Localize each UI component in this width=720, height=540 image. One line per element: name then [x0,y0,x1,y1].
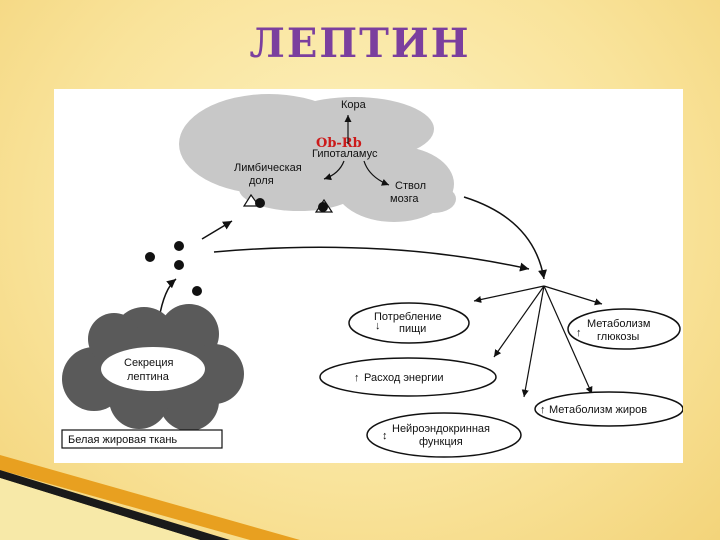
arrow-blood-to-brain [201,220,233,240]
leptin-diagram: Кора Ob-Rb Гипоталамус Лимбическая доля … [61,94,683,458]
neuro-arrow-icon: ↕ [382,430,388,442]
leptin-dot [192,286,202,296]
lipid-label: Метаболизм жиров [549,404,647,416]
effect-food: Потребление пищи ↓ [348,302,470,344]
limbic-label-2: доля [249,175,274,187]
stripe-orange [0,455,300,540]
secretion-label-1: Секреция [124,357,174,369]
fat-tissue-shape [62,304,244,431]
stripe-light [0,478,200,540]
secretion-label-2: лептина [127,371,170,383]
stripe-black [0,470,230,540]
arrow-to-neuro [521,285,545,398]
stem-label-1: Ствол [395,180,426,192]
cortex-label: Кора [341,99,367,111]
tissue-caption: Белая жировая ткань [68,434,177,446]
arrow-to-limbic [323,160,345,181]
effect-neuro: ↕ Нейроэндокринная функция [366,412,522,458]
effect-lipid: ↑ Метаболизм жиров [534,391,683,427]
arrow-to-lipid [543,285,593,395]
arrow-to-food [473,285,545,304]
arrow-brain-to-effects [463,196,547,280]
neuro-label-2: функция [419,436,463,448]
neuro-label-1: Нейроэндокринная [392,423,490,435]
glucose-label-1: Метаболизм [587,318,650,330]
effect-energy: ↑ Расход энергии [319,357,497,397]
leptin-dot [174,241,184,251]
leptin-dot [174,260,184,270]
energy-label: Расход энергии [364,372,444,384]
effect-glucose: ↑ Метаболизм глюкозы [567,308,681,350]
food-label-1: Потребление [374,311,442,323]
arrow-to-glucose [543,285,603,306]
slide-title: ЛЕПТИН [249,20,471,67]
food-label-2: пищи [399,323,426,335]
arrow-to-energy [493,285,545,358]
stem-label-2: мозга [390,193,419,205]
arrow-blood-to-effects [213,246,530,272]
tissue-caption-box [61,429,223,449]
lipid-arrow-icon: ↑ [540,404,546,416]
diagram-panel: Кора Ob-Rb Гипоталамус Лимбическая доля … [54,89,683,463]
receptor-left [242,193,265,208]
leptin-dot [145,252,155,262]
brain-shape [179,94,456,222]
food-arrow-icon: ↓ [375,320,381,332]
glucose-label-2: глюкозы [597,331,639,343]
hypothalamus-label: Гипоталамус [312,148,378,160]
limbic-label-1: Лимбическая [234,162,302,174]
receptor-right [314,198,334,213]
glucose-arrow-icon: ↑ [576,327,582,339]
arrow-to-stem [363,160,390,186]
energy-arrow-icon: ↑ [354,372,360,384]
ob-rb-label: Ob-Rb [316,136,362,151]
